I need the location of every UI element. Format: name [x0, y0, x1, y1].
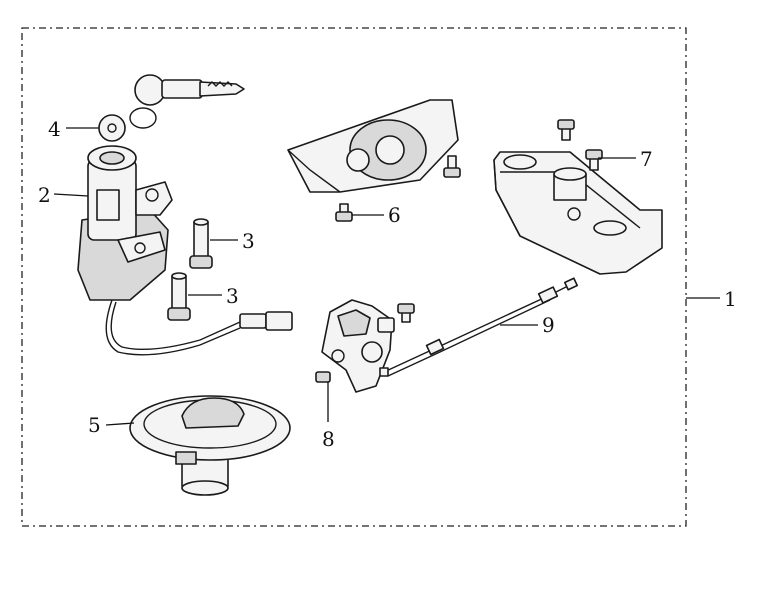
assembly-boundary	[21, 27, 687, 527]
cover-plate-part	[287, 99, 461, 222]
callout-7: 7	[640, 147, 653, 171]
release-cable-part	[379, 277, 579, 377]
callout-5: 5	[88, 413, 101, 437]
callout-6: 6	[388, 203, 401, 227]
ignition-switch-part	[77, 145, 293, 356]
fuel-cap-part	[129, 395, 291, 496]
leader-5	[105, 422, 135, 426]
bolt-part-lower	[167, 272, 191, 321]
key-part	[98, 74, 245, 142]
mount-bracket-part	[493, 119, 663, 275]
leader-2	[53, 193, 89, 197]
callout-2: 2	[38, 183, 51, 207]
callout-9: 9	[542, 313, 555, 337]
callout-8: 8	[322, 427, 335, 451]
bolt-part-upper	[189, 218, 213, 269]
callout-3-upper: 3	[242, 229, 255, 253]
callout-4: 4	[48, 117, 61, 141]
seat-latch-part	[315, 299, 415, 393]
callout-1: 1	[724, 287, 737, 311]
callout-3-lower: 3	[226, 284, 239, 308]
